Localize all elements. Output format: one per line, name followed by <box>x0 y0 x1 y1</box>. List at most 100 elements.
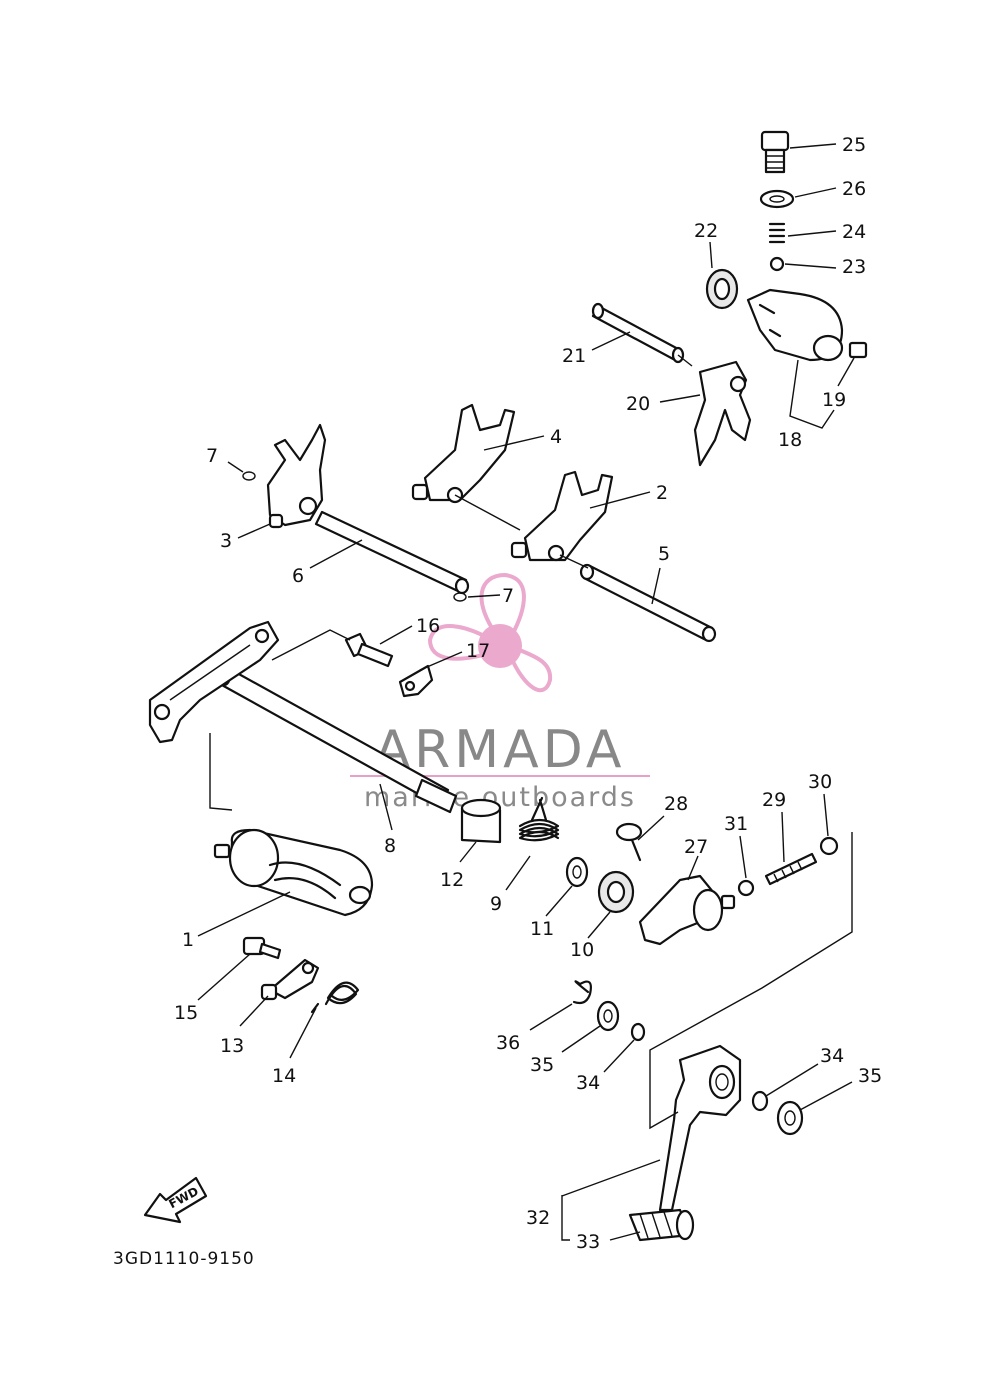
callout-6: 6 <box>292 539 363 587</box>
part-21-shaft <box>591 302 685 364</box>
svg-text:22: 22 <box>694 220 718 242</box>
part-31-nut <box>737 879 755 897</box>
callout-36: 36 <box>496 1003 573 1054</box>
callout-20: 20 <box>626 393 701 415</box>
part-10-oil-seal <box>597 870 635 914</box>
callout-34a: 34 <box>576 1039 635 1094</box>
callout-33: 33 <box>576 1231 641 1253</box>
callout-12: 12 <box>440 841 477 891</box>
part-22-oil-seal <box>705 268 739 310</box>
part-33-pedal-rubber <box>628 1208 695 1242</box>
part-18-segment <box>746 288 844 362</box>
part-30-nut <box>819 836 839 856</box>
part-25-bolt <box>760 130 790 174</box>
callout-24: 24 <box>787 221 866 243</box>
part-34-oring <box>630 1022 646 1042</box>
fwd-arrow-icon: FWD <box>143 1176 208 1224</box>
svg-text:34: 34 <box>576 1072 600 1094</box>
callout-17: 17 <box>419 640 490 671</box>
callout-5: 5 <box>651 543 670 605</box>
callout-21: 21 <box>562 331 631 367</box>
part-7-circlip-lower <box>453 592 467 602</box>
svg-text:6: 6 <box>292 565 304 587</box>
svg-text:17: 17 <box>466 640 490 662</box>
callouts: 25 26 24 23 22 21 20 19 18 4 2 7 3 6 5 7… <box>174 134 882 1253</box>
callout-10: 10 <box>570 911 611 961</box>
part-19-screw <box>848 341 868 359</box>
part-11-washer <box>565 856 589 888</box>
callout-13: 13 <box>220 995 269 1057</box>
callout-25: 25 <box>789 134 866 156</box>
part-35-washer <box>596 1000 620 1032</box>
callout-8: 8 <box>379 783 396 857</box>
svg-text:31: 31 <box>724 813 748 835</box>
svg-text:4: 4 <box>550 426 562 448</box>
part-23-ball <box>769 256 785 272</box>
svg-text:33: 33 <box>576 1231 600 1253</box>
svg-text:7: 7 <box>502 585 514 607</box>
callout-7b: 7 <box>467 585 514 607</box>
svg-text:15: 15 <box>174 1002 198 1024</box>
callout-15: 15 <box>174 953 251 1024</box>
part-6-shaft <box>314 510 470 595</box>
part-36-circlip <box>572 980 592 1005</box>
callout-32: 32 <box>526 1159 661 1229</box>
part-7-circlip <box>242 471 256 481</box>
callout-2: 2 <box>589 482 668 509</box>
svg-text:23: 23 <box>842 256 866 278</box>
svg-text:20: 20 <box>626 393 650 415</box>
callout-26: 26 <box>794 178 866 200</box>
callout-16: 16 <box>379 615 440 645</box>
callout-3: 3 <box>220 523 271 552</box>
diagram-code: 3GD1110-9150 <box>113 1249 255 1269</box>
watermark-brand: ARMADA <box>375 720 626 780</box>
callout-31: 31 <box>724 813 748 879</box>
part-4-shift-fork <box>411 403 516 504</box>
svg-text:26: 26 <box>842 178 866 200</box>
svg-text:27: 27 <box>684 836 708 858</box>
svg-text:34: 34 <box>820 1045 844 1067</box>
part-28-screw <box>615 822 643 862</box>
callout-19: 19 <box>822 357 855 411</box>
svg-text:14: 14 <box>272 1065 296 1087</box>
svg-text:36: 36 <box>496 1032 520 1054</box>
propeller-logo <box>427 572 553 693</box>
assembly-lines <box>209 354 853 1241</box>
part-27-lever <box>638 874 736 946</box>
callout-18: 18 <box>778 359 835 451</box>
svg-text:29: 29 <box>762 789 786 811</box>
callout-22: 22 <box>694 220 718 269</box>
svg-text:35: 35 <box>530 1054 554 1076</box>
svg-text:9: 9 <box>490 893 502 915</box>
part-2-shift-fork <box>510 470 614 562</box>
svg-text:16: 16 <box>416 615 440 637</box>
svg-text:32: 32 <box>526 1207 550 1229</box>
callout-11: 11 <box>530 885 573 940</box>
svg-text:11: 11 <box>530 918 554 940</box>
part-13-lever <box>260 958 320 1001</box>
svg-text:5: 5 <box>658 543 670 565</box>
svg-text:3: 3 <box>220 530 232 552</box>
svg-text:1: 1 <box>182 929 194 951</box>
svg-text:24: 24 <box>842 221 866 243</box>
svg-text:28: 28 <box>664 793 688 815</box>
svg-text:8: 8 <box>384 835 396 857</box>
part-5-shaft <box>579 563 717 643</box>
svg-text:10: 10 <box>570 939 594 961</box>
callout-1: 1 <box>182 891 291 951</box>
svg-text:21: 21 <box>562 345 586 367</box>
callout-35a: 35 <box>530 1025 601 1076</box>
part-17-stopper <box>398 664 434 698</box>
svg-text:35: 35 <box>858 1065 882 1087</box>
part-12-collar <box>460 798 502 844</box>
svg-text:12: 12 <box>440 869 464 891</box>
callout-23: 23 <box>784 256 866 278</box>
svg-text:18: 18 <box>778 429 802 451</box>
svg-text:2: 2 <box>656 482 668 504</box>
callout-4: 4 <box>483 426 562 451</box>
svg-text:25: 25 <box>842 134 866 156</box>
part-32-shift-pedal <box>658 1044 742 1212</box>
svg-text:30: 30 <box>808 771 832 793</box>
part-34-oring-right <box>751 1090 769 1112</box>
